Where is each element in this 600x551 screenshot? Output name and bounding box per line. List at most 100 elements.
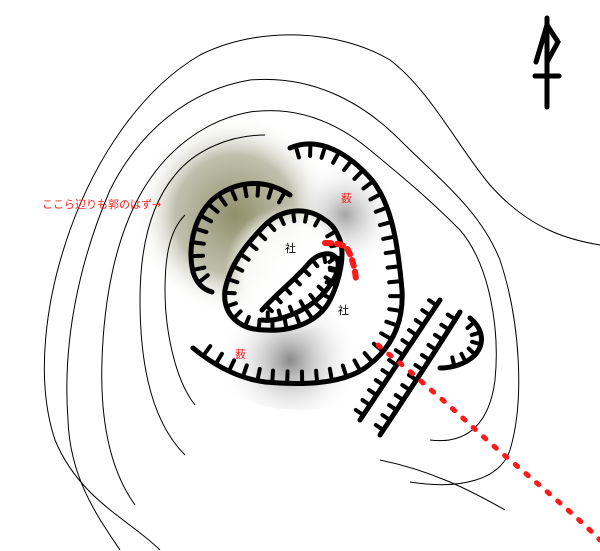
hachure-tick: [228, 186, 238, 202]
hachure-tick: [304, 308, 315, 322]
hachure-tick: [465, 320, 477, 331]
hachure-tick: [255, 230, 268, 242]
hachure-tick: [225, 277, 240, 285]
hachure-tick: [273, 294, 283, 305]
hachure-tick: [293, 143, 301, 160]
hachure-tick: [400, 338, 412, 348]
hachure-tick: [387, 279, 404, 285]
hachure-tick: [310, 257, 320, 269]
hachure-tick: [406, 373, 419, 382]
hachure-tick: [352, 168, 365, 181]
hachure-tick: [201, 344, 213, 358]
hachure-tick: [313, 301, 326, 313]
hachure-tick: [361, 179, 376, 191]
hachure-tick: [353, 408, 366, 418]
hachure-tick: [331, 150, 341, 165]
shrine-label-lower: 社: [338, 304, 349, 317]
hachure-tick: [226, 358, 237, 374]
hachure-tick: [321, 252, 328, 264]
hachure-tick: [379, 331, 394, 342]
hachure-tick: [432, 332, 445, 342]
hachure-tick: [380, 413, 392, 423]
hachure-tick: [323, 275, 335, 284]
hachure-tick: [301, 267, 312, 277]
contour-lines: [43, 34, 600, 551]
hachure-tick: [362, 351, 375, 365]
bamboo-label-south: 薮: [235, 348, 246, 361]
north-arrow-icon: [532, 15, 562, 110]
hachure-tick: [427, 298, 439, 308]
hachure-tick: [308, 292, 318, 304]
hachure-tick: [393, 393, 406, 403]
hachure-tick: [314, 368, 320, 385]
hachure-tick: [387, 307, 404, 314]
hachure-tick: [327, 366, 335, 383]
hachure-tick: [377, 219, 394, 228]
hachure-tick: [255, 181, 261, 198]
hachure-tick: [270, 368, 276, 385]
hachure-tick: [282, 317, 289, 331]
bamboo-label-north: 薮: [341, 192, 352, 205]
hachure-tick: [426, 342, 439, 352]
hachure-tick: [190, 265, 207, 272]
hachure-tick: [419, 352, 432, 362]
hachure-tick: [243, 314, 251, 329]
hachure-tick: [470, 339, 483, 347]
hachure-tick: [327, 255, 338, 265]
hachure-tick: [292, 276, 302, 287]
hachured-earthworks: [188, 141, 484, 438]
hachure-tick: [213, 351, 224, 367]
hachure-tick: [420, 308, 432, 318]
hachure-tick: [340, 363, 349, 379]
hachure-tick: [231, 264, 245, 273]
hachure-tick: [381, 234, 397, 241]
hachure-tick: [367, 388, 379, 398]
hachure-tick: [303, 209, 309, 224]
hachure-tick: [231, 309, 243, 321]
hachure-tick: [294, 313, 303, 328]
hachure-tick: [192, 226, 209, 235]
hachure-tick: [373, 423, 386, 433]
hachure-tick: [380, 368, 392, 378]
hachure-tick: [319, 144, 328, 160]
hachure-tick: [360, 398, 372, 408]
hachure-tick: [327, 265, 340, 272]
hachure-tick: [342, 158, 354, 173]
hachure-tick: [352, 358, 363, 373]
hachure-tick: [373, 205, 390, 214]
hachure-tick: [439, 322, 451, 332]
hachure-tick: [325, 229, 338, 239]
hachure-tick: [282, 285, 293, 296]
hachure-tick: [387, 403, 399, 413]
hachure-tick: [264, 303, 274, 314]
hachure-tick: [445, 312, 458, 322]
hachure-tick: [316, 284, 327, 294]
hachure-tick: [198, 213, 214, 224]
hachure-tick: [313, 214, 322, 228]
hachure-tick: [450, 355, 457, 369]
hachure-tick: [368, 191, 384, 202]
hachure-tick: [400, 383, 412, 392]
hachure-tick: [196, 273, 210, 285]
castle-enclosure-note: ここら辺りも郭のはず→: [42, 198, 162, 211]
hachure-tick: [256, 317, 262, 332]
hachure-tick: [413, 363, 425, 372]
hachure-tick: [287, 304, 295, 317]
hachure-tick: [387, 358, 399, 368]
hachure-tick: [242, 182, 249, 199]
hachure-tick: [265, 220, 277, 232]
hachure-tick: [189, 240, 206, 246]
hachure-tick: [238, 252, 251, 262]
hachure-tick: [277, 212, 286, 227]
hachure-tick: [383, 249, 400, 256]
hachure-tick: [291, 209, 297, 224]
hachure-tick: [266, 184, 275, 200]
shrine-label-upper: 社: [285, 242, 296, 255]
hachure-tick: [240, 363, 249, 379]
hachure-tick: [206, 202, 220, 214]
hachure-tick: [384, 319, 400, 328]
hachure-tick: [469, 330, 483, 337]
hachure-tick: [407, 328, 419, 338]
hachure-tick: [298, 299, 307, 311]
